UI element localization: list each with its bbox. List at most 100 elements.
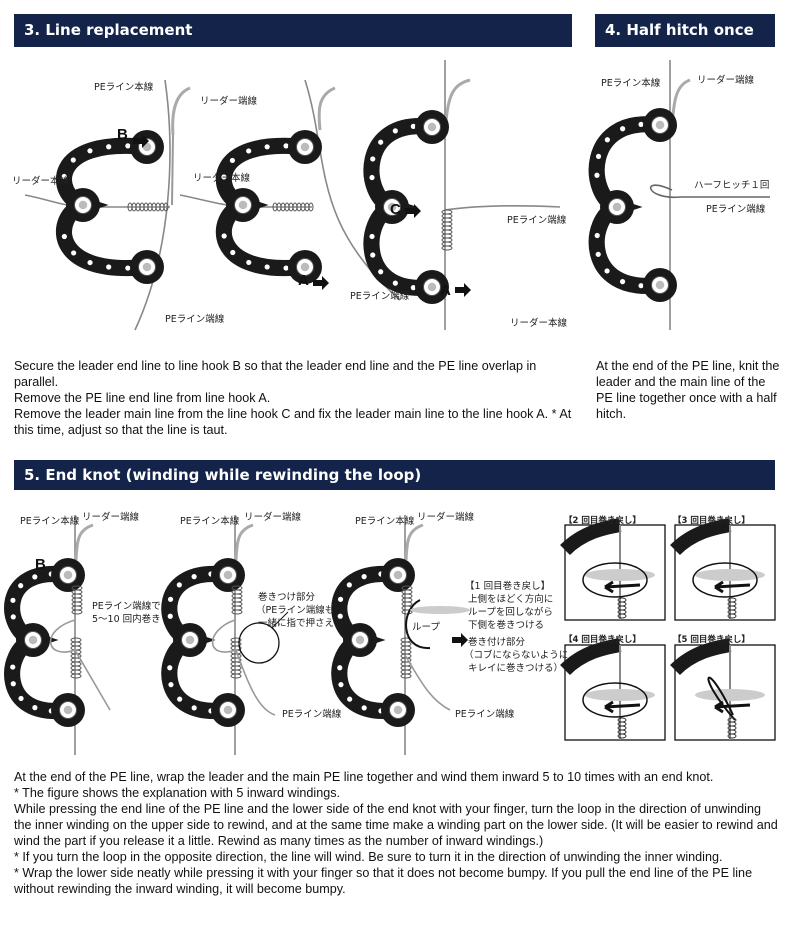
- fishing-line: [49, 619, 111, 711]
- tool-hole: [337, 613, 343, 619]
- line-hook-icon: [415, 110, 449, 144]
- line-hook-icon: [343, 623, 377, 657]
- fishing-line: [171, 86, 191, 136]
- tool-hole: [346, 582, 352, 588]
- tool-hole: [87, 148, 93, 154]
- loop: [582, 562, 648, 598]
- paragraph: Secure the leader end line to line hook …: [14, 359, 537, 389]
- tool-hole: [106, 144, 112, 150]
- winding: [71, 601, 83, 607]
- section-5-text: At the end of the PE line, wrap the lead…: [14, 769, 779, 897]
- tool-hole: [283, 265, 289, 271]
- line-hook-icon: [226, 188, 260, 222]
- winding: [70, 641, 82, 647]
- tool-hole: [32, 705, 38, 711]
- tool-arm: [560, 518, 622, 556]
- winding: [401, 597, 413, 603]
- tool-hole: [337, 665, 343, 671]
- tool-hole: [168, 682, 174, 688]
- label: リーダー端線: [200, 96, 258, 107]
- label: 5〜10 回内巻き: [92, 614, 161, 625]
- arrow-right-icon: [452, 633, 468, 647]
- tool-hole: [361, 705, 367, 711]
- hook-a-label: A: [298, 272, 309, 289]
- loop-label: ループ: [412, 622, 440, 633]
- fishing-line: [211, 619, 276, 716]
- winding: [230, 669, 242, 675]
- winding: [70, 669, 82, 675]
- arrow-right-icon: [313, 276, 329, 290]
- tool-hole: [594, 232, 600, 239]
- winding: [727, 613, 737, 619]
- winding: [71, 593, 83, 599]
- tool-hole: [10, 664, 16, 670]
- fishing-line: [271, 611, 289, 629]
- winding: [400, 673, 412, 679]
- tool-hole: [370, 156, 376, 162]
- hook-center: [238, 200, 248, 210]
- hook-a-label: A: [440, 282, 451, 299]
- label: リーダー端線: [417, 512, 475, 523]
- label: PEライン端線: [165, 314, 225, 325]
- line-hook-icon: [130, 250, 164, 284]
- highlight-circle: [238, 622, 280, 664]
- winding: [308, 202, 314, 212]
- winding: [70, 673, 82, 679]
- tool-hole: [106, 264, 112, 270]
- label: キレイに巻きつける）: [468, 663, 564, 674]
- tool-hole: [246, 259, 252, 266]
- loop: [582, 682, 648, 718]
- winding: [400, 649, 412, 655]
- hook-b-label: B: [35, 556, 46, 573]
- hook-c-label: C: [390, 201, 401, 218]
- tool-hole: [337, 596, 344, 602]
- hook-center: [655, 280, 665, 290]
- arrow-right-icon: [405, 204, 421, 218]
- tool-hole: [167, 665, 173, 671]
- tool-hole: [264, 144, 270, 150]
- winding: [441, 241, 453, 247]
- tool-hole: [167, 596, 174, 602]
- winding: [231, 605, 243, 611]
- label: リーダー本線: [12, 176, 70, 187]
- winding: [441, 217, 453, 223]
- tool-hole: [61, 173, 67, 180]
- winding: [401, 601, 413, 607]
- step-caption: 【2 回目巻き戻し】: [564, 516, 641, 526]
- tool-hole: [167, 613, 173, 619]
- loop-shadow: [410, 606, 470, 614]
- fishing-line: [444, 204, 561, 211]
- winding: [617, 733, 627, 739]
- label: 下側を巻きつける: [468, 620, 545, 631]
- section-5-header: 5. End knot (winding while rewinding the…: [14, 460, 775, 490]
- winding: [617, 613, 627, 619]
- winding: [441, 213, 453, 219]
- tool-hole: [61, 233, 67, 240]
- winding: [441, 233, 453, 239]
- line-hook-icon: [211, 558, 245, 592]
- winding: [231, 601, 243, 607]
- winding: [400, 665, 412, 671]
- winding: [231, 597, 243, 603]
- arrow-left-icon: [604, 580, 641, 594]
- tool-hole: [10, 597, 16, 603]
- label: 巻き付け部分: [468, 637, 526, 648]
- hook-center: [387, 202, 397, 212]
- hook-center: [655, 120, 665, 130]
- arrow-left-icon: [714, 580, 751, 594]
- hook-center: [63, 570, 73, 580]
- label: 【1 回目巻き戻し】: [465, 581, 551, 592]
- tool-hole: [176, 582, 182, 588]
- tool-hole: [392, 128, 398, 134]
- line-hook-icon: [600, 190, 634, 224]
- winding: [70, 637, 82, 643]
- fishing-line: [134, 79, 171, 331]
- winding: [401, 589, 413, 595]
- winding: [71, 605, 83, 611]
- fishing-line: [234, 523, 254, 561]
- label: リーダー本線: [193, 173, 251, 184]
- label: PEライン端線: [282, 709, 342, 720]
- tool-hole: [370, 252, 376, 258]
- step-caption: 【5 回目巻き戻し】: [673, 635, 750, 645]
- winding: [70, 665, 82, 671]
